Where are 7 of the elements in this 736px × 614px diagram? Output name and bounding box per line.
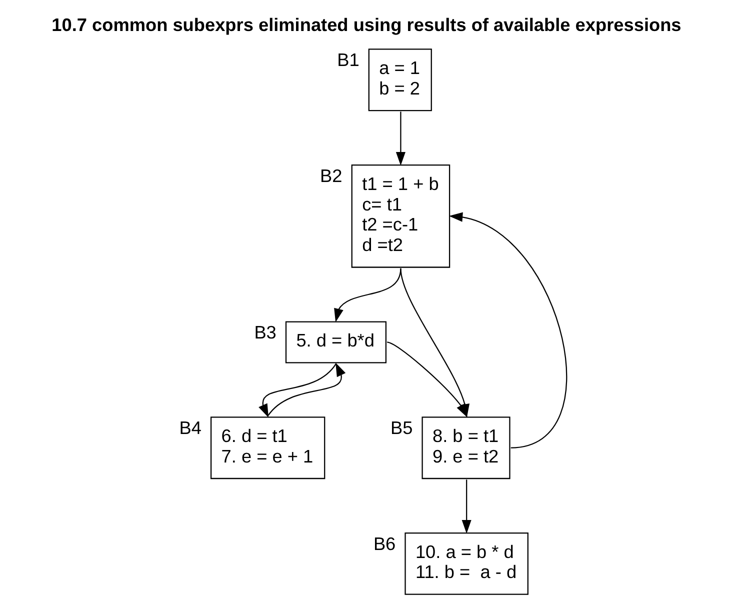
node-label: B6 [372,534,396,554]
node-label: B5 [390,418,412,438]
node-label: B4 [178,418,201,438]
node-label: B1 [336,50,359,70]
node-label: B3 [254,322,276,343]
diagram-title: 10.7 common subexprs eliminated using results of available expressions [51,14,681,35]
node-label: B2 [320,166,342,186]
